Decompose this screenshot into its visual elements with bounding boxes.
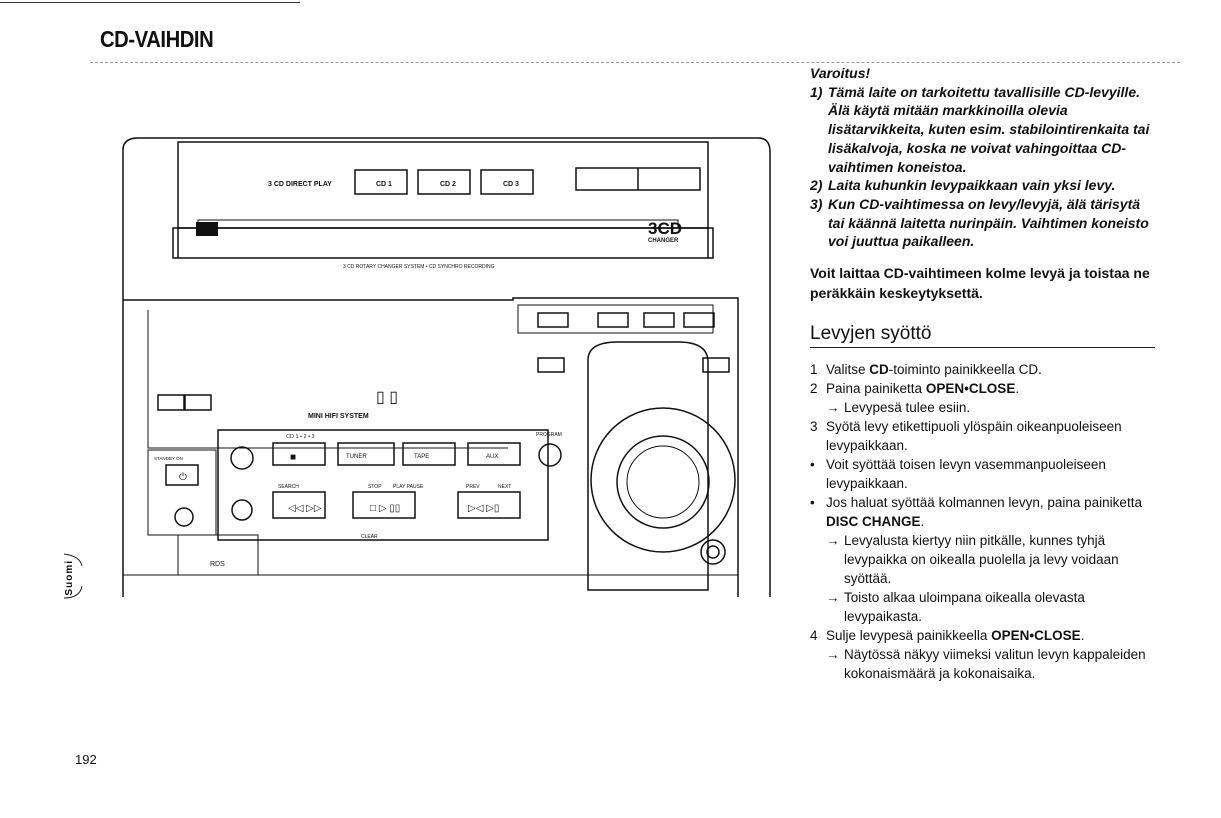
aux-label: AUX xyxy=(486,454,498,460)
rds-label: RDS xyxy=(210,561,225,568)
tuner-label: TUNER xyxy=(346,454,367,460)
step-number: 3 xyxy=(810,419,818,435)
step-item: 3 Syötä levy etikettipuoli ylöspäin oike… xyxy=(810,417,1155,455)
arrow-icon: → xyxy=(826,647,840,663)
cd3-label: CD 3 xyxy=(503,181,519,188)
cd123-label: CD 1 • 2 • 3 xyxy=(286,434,315,440)
logo-3cd: 3CD xyxy=(648,219,682,238)
step-keyword: OPEN•CLOSE xyxy=(925,381,1016,397)
warning-item-number: 1) xyxy=(810,83,823,100)
top-rule xyxy=(0,2,300,3)
svg-text:■: ■ xyxy=(290,452,296,463)
bullet-text: Jos haluat syöttää kolmannen levyn, pain… xyxy=(826,495,1142,511)
step-result: Levyalusta kiertyy niin pitkälle, kunnes… xyxy=(844,533,1119,587)
tape-label: TAPE xyxy=(414,454,429,460)
warning-item-text: Kun CD-vaihtimessa on levy/levyjä, älä t… xyxy=(828,195,1149,250)
step-text-end: . xyxy=(1080,628,1085,644)
step-result: Näytössä näkyy viimeksi valitun levyn ka… xyxy=(844,647,1146,682)
section-heading: Levyjen syöttö xyxy=(810,323,1155,349)
search-label: SEARCH xyxy=(278,484,299,490)
warning-item: 3) Kun CD-vaihtimessa on levy/levyjä, äl… xyxy=(810,195,1155,251)
step-text: Syötä levy etikettipuoli ylöspäin oikean… xyxy=(826,419,1122,454)
bullet-item: • Voit syöttää toisen levyn vasemmanpuol… xyxy=(810,455,1155,493)
svg-text:⏻: ⏻ xyxy=(179,472,187,483)
warning-item: 1) Tämä laite on tarkoitettu tavallisill… xyxy=(810,83,1155,177)
page-number: 192 xyxy=(75,752,97,767)
intro-paragraph: Voit laittaa CD-vaihtimeen kolme levyä j… xyxy=(810,265,1150,302)
content-column: Varoitus! 1) Tämä laite on tarkoitettu t… xyxy=(810,64,1155,683)
step-number: 4 xyxy=(810,628,818,644)
tab-bracket-icon xyxy=(63,553,83,599)
step-text-end: . xyxy=(1015,381,1020,397)
warning-item-number: 3) xyxy=(810,195,823,212)
warning-item-number: 2) xyxy=(810,177,823,194)
direct-play-label: 3 CD DIRECT PLAY xyxy=(268,181,332,188)
program-label: PROGRAM xyxy=(536,432,562,438)
warning-heading: Varoitus! xyxy=(810,65,871,81)
step-number: 2 xyxy=(810,381,818,397)
bullet-text-end: . xyxy=(920,514,925,530)
warning-item-text: Tämä laite on tarkoitettu tavallisille C… xyxy=(828,83,1150,175)
title-divider xyxy=(90,62,1180,63)
step-number: 1 xyxy=(810,362,818,378)
bullet-text: Voit syöttää toisen levyn vasemmanpuolei… xyxy=(826,457,1106,492)
warning-block: Varoitus! 1) Tämä laite on tarkoitettu t… xyxy=(810,64,1155,251)
step-text: Sulje levypesä painikkeella xyxy=(826,628,992,644)
bullet-keyword: DISC CHANGE xyxy=(826,514,921,530)
arrow-icon: → xyxy=(826,400,840,416)
cd2-label: CD 2 xyxy=(440,181,456,188)
step-text: Paina painiketta xyxy=(826,381,926,397)
svg-text:▯ ▯: ▯ ▯ xyxy=(376,389,398,406)
cd1-label: CD 1 xyxy=(376,181,392,188)
arrow-icon: → xyxy=(826,590,840,606)
step-keyword: OPEN•CLOSE xyxy=(991,628,1081,644)
warning-item: 2) Laita kuhunkin levypaikkaan vain yksi… xyxy=(810,176,1155,195)
prev-label: PREV xyxy=(466,484,480,490)
language-tab: Suomi xyxy=(60,552,86,600)
play-pause-label: PLAY PAUSE xyxy=(393,484,424,490)
svg-text:◁◁ ▷▷: ◁◁ ▷▷ xyxy=(288,503,322,514)
step-text-end: -toiminto painikkeella CD. xyxy=(888,362,1042,378)
step-keyword: CD xyxy=(869,362,889,378)
next-label: NEXT xyxy=(498,484,511,490)
system-line: 3 CD ROTARY CHANGER SYSTEM • CD SYNCHRO … xyxy=(343,264,495,270)
step-text: Valitse xyxy=(826,362,870,378)
step-result: Levypesä tulee esiin. xyxy=(844,400,971,416)
step-item: 2 Paina painiketta OPEN•CLOSE. xyxy=(810,379,1155,398)
warning-item-text: Laita kuhunkin levypaikkaan vain yksi le… xyxy=(828,177,1116,194)
device-illustration: 3 CD DIRECT PLAY CD 1 CD 2 CD 3 3CD CHAN… xyxy=(122,137,771,597)
page-title: CD-VAIHDIN xyxy=(100,26,214,52)
svg-text:□ ▷ ▯▯: □ ▷ ▯▯ xyxy=(370,503,400,514)
step-result: Toisto alkaa uloimpana oikealla olevasta… xyxy=(844,590,1085,625)
step-item: 4 Sulje levypesä painikkeella OPEN•CLOSE… xyxy=(810,626,1155,645)
clear-label: CLEAR xyxy=(361,534,378,540)
arrow-icon: → xyxy=(826,533,840,549)
standby-label: STANDBY ON xyxy=(154,456,183,461)
stop-label: STOP xyxy=(368,484,382,490)
bullet-icon: • xyxy=(810,457,815,473)
mini-hifi-label: MINI HIFI SYSTEM xyxy=(308,413,369,420)
logo-changer: CHANGER xyxy=(648,238,679,244)
step-item: 1 Valitse CD-toiminto painikkeella CD. xyxy=(810,360,1155,379)
steps-list: 1 Valitse CD-toiminto painikkeella CD. 2… xyxy=(810,360,1155,683)
bullet-item: • Jos haluat syöttää kolmannen levyn, pa… xyxy=(810,493,1155,531)
svg-text:▷◁ ▷▯: ▷◁ ▷▯ xyxy=(468,503,499,514)
language-tab-label: Suomi xyxy=(64,560,75,596)
bullet-icon: • xyxy=(810,495,815,511)
